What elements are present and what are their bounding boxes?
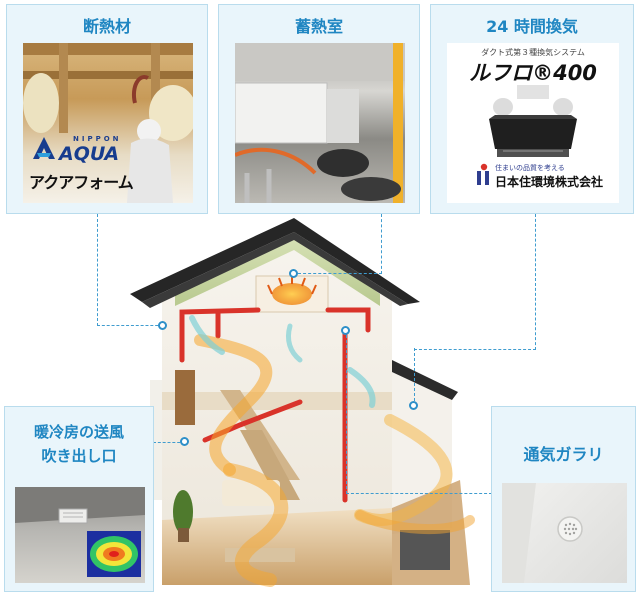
connector-storage xyxy=(298,214,382,274)
outlet-title-line1: 暖冷房の送風 xyxy=(33,423,124,441)
insulation-panel: 断熱材 NIPPON AQUA アクアフォーム xyxy=(6,4,208,214)
grille-panel: 通気ガラリ xyxy=(491,406,636,592)
storage-room-illustration xyxy=(235,43,405,203)
storage-panel: 蓄熱室 xyxy=(218,4,420,214)
ventilation-unit-illustration xyxy=(489,85,577,157)
floor-ground xyxy=(162,508,392,585)
ventilation-tagline: ダクト式第３種換気システム xyxy=(481,48,585,57)
aqua-logo-kana: アクアフォーム xyxy=(29,173,134,192)
cool-air-flow xyxy=(189,315,376,408)
ventilation-title: 24 時間換気 xyxy=(486,17,578,36)
ventilation-panel: 24 時間換気 ダクト式第３種換気システム ルフロ®400 住まいの品質を考える… xyxy=(430,4,634,214)
heat-storage-chamber xyxy=(255,275,329,313)
ventilation-photo: ダクト式第３種換気システム ルフロ®400 住まいの品質を考える 日本住環境株式… xyxy=(447,43,619,203)
connector-ventilation xyxy=(414,214,536,350)
outlet-photo-illustration xyxy=(15,487,145,577)
grille-title: 通気ガラリ xyxy=(523,445,604,464)
roof xyxy=(130,218,420,308)
marker-outlet xyxy=(180,437,189,446)
warm-air-flow xyxy=(194,334,475,587)
connector-insulation xyxy=(97,214,163,326)
connector-grille xyxy=(346,330,492,494)
connector-outlet xyxy=(153,442,185,443)
kitchen-counter xyxy=(400,530,450,570)
bookshelf xyxy=(175,370,195,425)
company-logo-icon xyxy=(477,163,489,185)
vent-grille-illustration xyxy=(502,483,583,583)
marker-duct xyxy=(341,326,350,335)
marker-insulation xyxy=(158,321,167,330)
ventilation-product-name: ルフロ®400 xyxy=(469,61,597,85)
storage-photo xyxy=(235,43,405,203)
outlet-panel: 暖冷房の送風 吹き出し口 xyxy=(4,406,154,592)
heating-ducts xyxy=(179,307,371,503)
insulation-title: 断熱材 xyxy=(82,17,131,36)
outlet-photo xyxy=(15,487,145,583)
aqua-logo-brand: AQUA xyxy=(59,143,120,165)
connector-ventilation-down xyxy=(414,348,415,406)
aqua-logo-icon xyxy=(33,137,55,159)
outlet-title-line2: 吹き出し口 xyxy=(41,447,117,465)
marker-storage xyxy=(289,269,298,278)
floor-second xyxy=(162,392,392,410)
worker-spraying-illustration xyxy=(23,43,193,203)
grille-photo xyxy=(502,483,627,583)
marker-ventilation xyxy=(409,401,418,410)
plant xyxy=(173,490,193,542)
company-slogan: 住まいの品質を考える xyxy=(495,164,565,172)
aqua-logo-small: NIPPON xyxy=(73,135,122,143)
storage-title: 蓄熱室 xyxy=(294,17,343,36)
company-name: 日本住環境株式会社 xyxy=(495,175,604,189)
insulation-photo: NIPPON AQUA アクアフォーム xyxy=(23,43,193,203)
